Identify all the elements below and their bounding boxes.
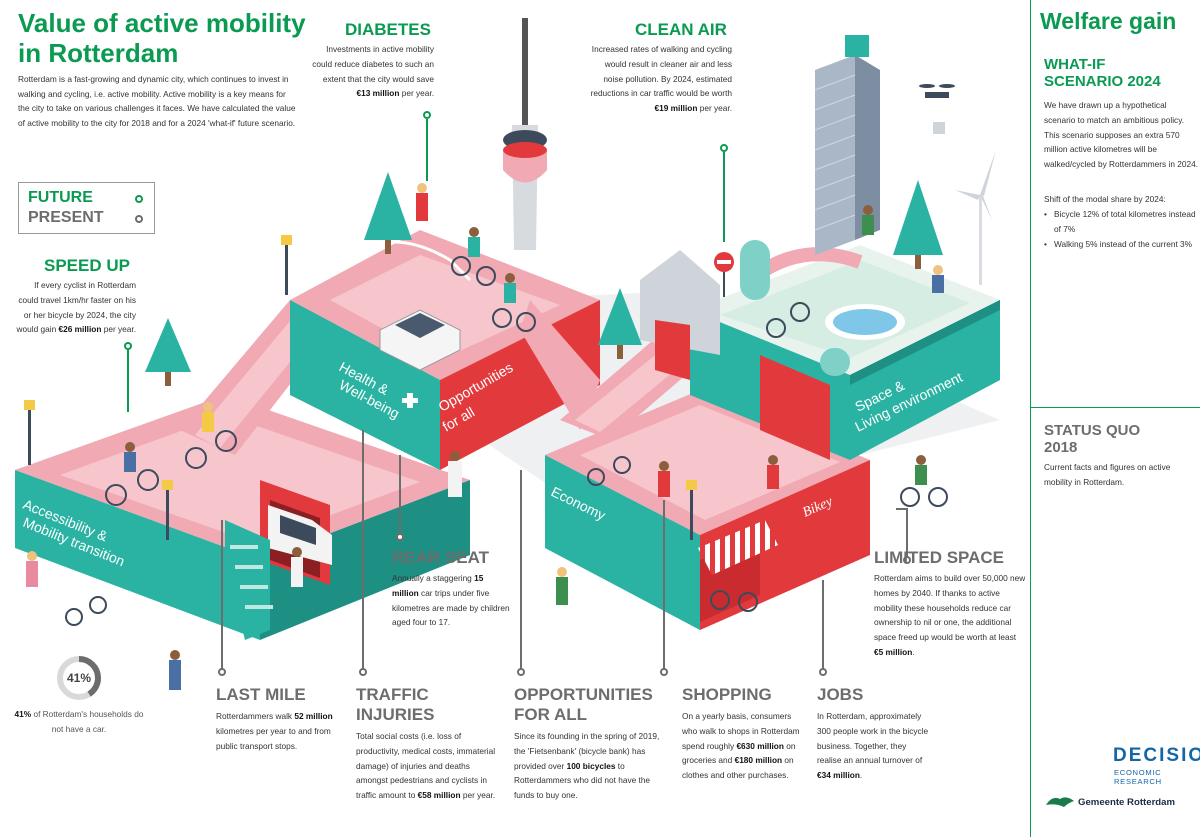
pin-line-traffic (362, 430, 364, 670)
gemeente-logo: Gemeente Rotterdam (1078, 797, 1176, 808)
legend: FUTURE PRESENT (18, 182, 155, 234)
panel-title: Welfare gain (1040, 8, 1177, 34)
clean-air-body: Increased rates of walking and cycling w… (590, 44, 732, 114)
diabetes-body: Investments in active mobility could red… (312, 44, 434, 99)
speed-up-title: SPEED UP (44, 256, 130, 275)
legend-future: FUTURE (28, 189, 93, 206)
legend-present-pin-icon (135, 215, 143, 223)
pin-line-jobs (822, 580, 824, 670)
panel-divider (1030, 407, 1200, 408)
speed-up-body: If every cyclist in Rotterdam could trav… (16, 280, 136, 335)
opportunities-title: OPPORTUNITIES FOR ALL (514, 685, 653, 724)
pin-line-clean-air (723, 152, 725, 242)
decisio-logo: DECISIO (1113, 745, 1200, 766)
car-ownership-text: 41% of Rotterdam's households do not hav… (14, 709, 144, 734)
donut-arc (57, 656, 101, 700)
gemeente-lion-icon (1046, 797, 1074, 807)
traffic-injuries-body: Total social costs (i.e. loss of product… (356, 731, 496, 801)
pin-line-diabetes (426, 119, 428, 181)
last-mile-title: LAST MILE (216, 685, 306, 704)
pin-speed-up-icon (124, 342, 132, 350)
pin-line-opportunities (520, 470, 522, 670)
pin-line-limited-space-h (896, 508, 908, 510)
pin-line-shopping (663, 500, 665, 670)
car-ownership-donut (57, 656, 101, 700)
pin-last-mile-icon (218, 668, 226, 676)
legend-present: PRESENT (28, 209, 104, 226)
pin-opportunities-icon (517, 668, 525, 676)
whatif-body: We have drawn up a hypothetical scenario… (1044, 100, 1199, 170)
jobs-body: In Rotterdam, approximately 300 people w… (817, 711, 929, 781)
shift-list: Bicycle 12% of total kilometres instead … (1044, 207, 1200, 251)
pin-line-limited-space (906, 508, 908, 560)
status-quo-title: STATUS QUO 2018 (1044, 422, 1141, 456)
decisio-sub: ECONOMIC RESEARCH (1114, 768, 1162, 786)
rear-seat-title: REAR SEAT (392, 548, 489, 567)
pin-clean-air-icon (720, 144, 728, 152)
shift-item-walking: Walking 5% instead of the current 3% (1044, 237, 1200, 252)
opportunities-body: Since its founding in the spring of 2019… (514, 731, 660, 801)
traffic-injuries-title: TRAFFIC INJURIES (356, 685, 435, 724)
shopping-body: On a yearly basis, consumers who walk to… (682, 711, 800, 781)
limited-space-body: Rotterdam aims to build over 50,000 new … (874, 573, 1026, 657)
clean-air-title: CLEAN AIR (635, 20, 727, 39)
intro-text: Rotterdam is a fast-growing and dynamic … (18, 74, 296, 128)
pin-line-speed-up (127, 350, 129, 412)
limited-space-title: LIMITED SPACE (874, 548, 1005, 567)
pin-jobs-icon (819, 668, 827, 676)
pin-rear-seat-icon (396, 533, 404, 541)
legend-future-pin-icon (135, 195, 143, 203)
pin-line-rear-seat (399, 455, 401, 537)
city-illustration: Accessibility & Mobility transition Heal… (15, 18, 1000, 690)
pin-diabetes-icon (423, 111, 431, 119)
rear-seat-body: Annually a staggering 15 million car tri… (392, 573, 510, 628)
diabetes-title: DIABETES (345, 20, 431, 39)
shopping-title: SHOPPING (682, 685, 772, 704)
cross-icon (402, 393, 418, 408)
car-ownership-percent: 41% (66, 671, 92, 685)
page-title: Value of active mobility in Rotterdam (18, 8, 306, 68)
shift-item-bicycle: Bicycle 12% of total kilometres instead … (1044, 207, 1200, 237)
whatif-title: WHAT-IF SCENARIO 2024 (1044, 56, 1161, 90)
jobs-title: JOBS (817, 685, 864, 704)
pin-limited-space-icon (903, 556, 911, 564)
status-quo-body: Current facts and figures on active mobi… (1044, 462, 1171, 487)
welfare-panel (1030, 0, 1200, 837)
pin-line-last-mile (221, 520, 223, 670)
pin-traffic-icon (359, 668, 367, 676)
last-mile-body: Rotterdammers walk 52 million kilometres… (216, 711, 333, 751)
pin-shopping-icon (660, 668, 668, 676)
shift-title: Shift of the modal share by 2024: (1044, 194, 1166, 204)
